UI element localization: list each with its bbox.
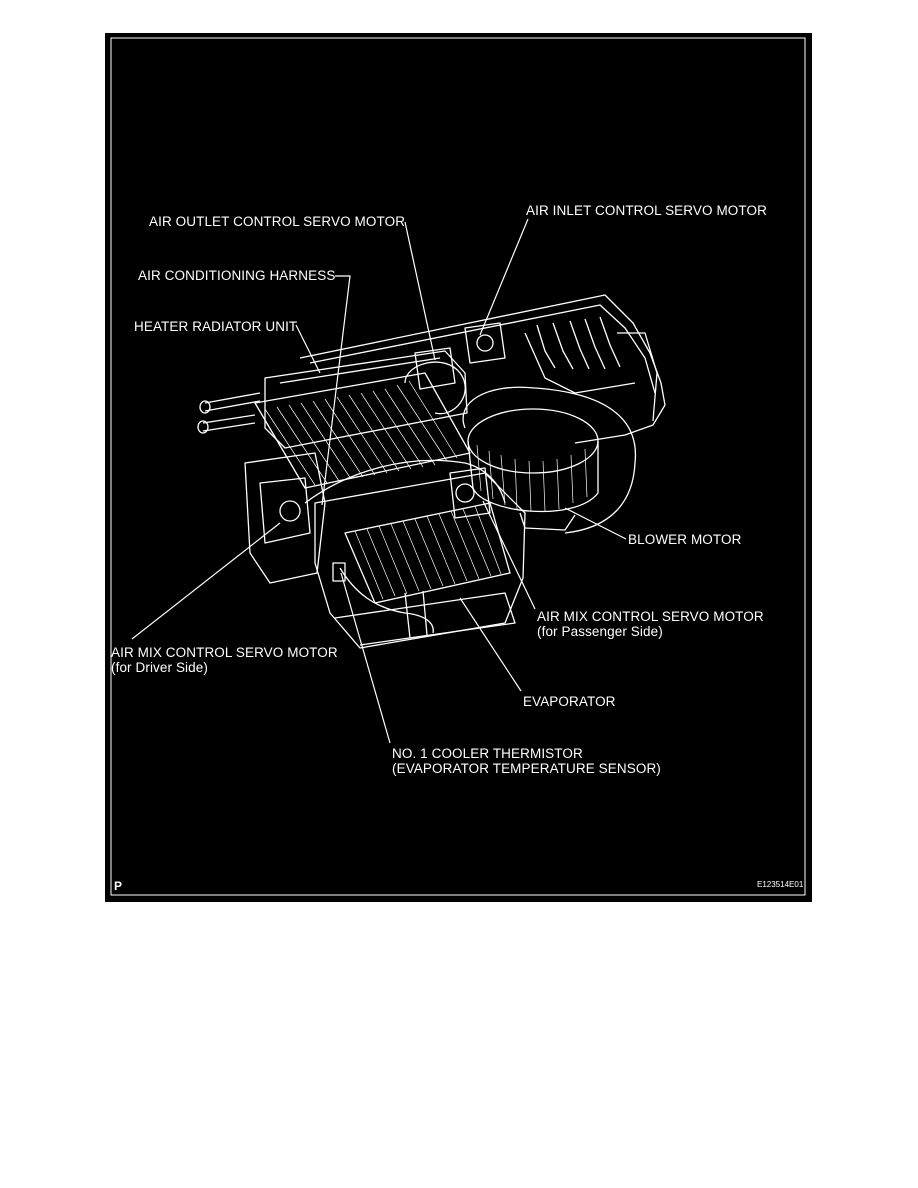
label-text: EVAPORATOR bbox=[523, 694, 616, 709]
inlet-duct-box bbox=[617, 332, 658, 422]
inlet-duct-slot-4 bbox=[584, 318, 606, 370]
label-note: (for Passenger Side) bbox=[537, 624, 663, 639]
outlet-servo-gear bbox=[404, 361, 466, 415]
leader-air-mix-passenger bbox=[482, 500, 536, 610]
inlet-duct-slot-2 bbox=[552, 322, 574, 370]
leader-air-outlet-servo bbox=[404, 221, 436, 361]
thermistor-sensor bbox=[332, 562, 346, 582]
driver-servo-gear bbox=[279, 500, 301, 522]
ac-harness-wire bbox=[304, 459, 506, 504]
label-text: HEATER RADIATOR UNIT bbox=[134, 319, 298, 334]
heater-core bbox=[254, 372, 471, 489]
label-air-inlet-servo-motor: AIR INLET CONTROL SERVO MOTOR bbox=[526, 203, 767, 218]
hvac-unit-drawing bbox=[197, 294, 666, 649]
inlet-servo-body bbox=[464, 322, 506, 364]
leader-thermistor bbox=[340, 572, 391, 744]
label-text: AIR INLET CONTROL SERVO MOTOR bbox=[526, 203, 767, 218]
label-air-mix-servo-passenger: AIR MIX CONTROL SERVO MOTOR (for Passeng… bbox=[537, 609, 764, 639]
diagram-figure: AIR OUTLET CONTROL SERVO MOTOR AIR INLET… bbox=[105, 33, 812, 902]
label-note: (for Driver Side) bbox=[111, 660, 208, 675]
left-side-case bbox=[244, 452, 326, 584]
blower-motor-base bbox=[519, 512, 576, 531]
thermistor-wire bbox=[339, 567, 434, 634]
leader-evaporator bbox=[459, 597, 522, 692]
left-side-detail bbox=[259, 477, 311, 544]
label-text: BLOWER MOTOR bbox=[628, 532, 742, 547]
leader-ac-harness bbox=[321, 275, 351, 506]
inlet-duct-outline bbox=[299, 294, 666, 444]
inlet-duct-slot-1 bbox=[536, 324, 556, 369]
blower-fan-top bbox=[467, 408, 599, 474]
label-evaporator: EVAPORATOR bbox=[523, 694, 616, 709]
evaporator-pipes bbox=[404, 590, 428, 639]
blower-fan-blades bbox=[476, 444, 588, 512]
label-text: AIR MIX CONTROL SERVO MOTOR bbox=[111, 645, 338, 660]
label-heater-radiator-unit: HEATER RADIATOR UNIT bbox=[134, 319, 297, 334]
leader-blower-motor bbox=[564, 507, 627, 540]
evaporator-core bbox=[344, 502, 511, 604]
leader-air-inlet-servo bbox=[479, 218, 529, 336]
inlet-duct-slot-5 bbox=[599, 316, 621, 368]
label-text: AIR OUTLET CONTROL SERVO MOTOR bbox=[149, 214, 406, 229]
label-note: (EVAPORATOR TEMPERATURE SENSOR) bbox=[392, 761, 661, 776]
evaporator-fins bbox=[354, 505, 502, 600]
corner-mark: P bbox=[114, 879, 123, 893]
inlet-duct-top-edge bbox=[309, 304, 656, 394]
heater-pipe-upper bbox=[204, 392, 261, 412]
leader-heater-radiator bbox=[295, 324, 321, 374]
heater-pipe-end-1 bbox=[199, 400, 211, 414]
center-servo-housing bbox=[449, 467, 491, 519]
inlet-duct-front bbox=[524, 332, 636, 394]
outlet-servo-body bbox=[414, 347, 456, 390]
evaporator-case bbox=[314, 472, 526, 649]
heater-pipe-lower bbox=[202, 414, 256, 432]
leader-lines bbox=[131, 218, 627, 744]
evaporator-bottom-tray bbox=[334, 592, 516, 646]
label-text: NO. 1 COOLER THERMISTOR bbox=[392, 746, 583, 761]
heater-radiator-box bbox=[264, 350, 468, 449]
label-blower-motor: BLOWER MOTOR bbox=[628, 532, 741, 547]
label-text: AIR CONDITIONING HARNESS bbox=[138, 268, 336, 283]
leader-air-mix-driver bbox=[131, 522, 281, 640]
heater-pipe-end-2 bbox=[197, 420, 209, 434]
label-ac-harness: AIR CONDITIONING HARNESS bbox=[138, 268, 335, 283]
label-cooler-thermistor: NO. 1 COOLER THERMISTOR (EVAPORATOR TEMP… bbox=[392, 746, 661, 776]
heater-radiator-top bbox=[279, 357, 441, 384]
passenger-servo-gear bbox=[455, 483, 475, 503]
figure-inner-border bbox=[110, 37, 806, 896]
label-air-mix-servo-driver: AIR MIX CONTROL SERVO MOTOR (for Driver … bbox=[111, 645, 338, 675]
inlet-duct-slot-3 bbox=[569, 320, 590, 370]
heater-core-fins bbox=[264, 380, 458, 486]
label-text: AIR MIX CONTROL SERVO MOTOR bbox=[537, 609, 764, 624]
blower-housing bbox=[462, 386, 637, 534]
inlet-servo-gear bbox=[476, 334, 494, 352]
figure-code: E123514E01 bbox=[757, 880, 804, 889]
hvac-unit-illustration bbox=[110, 37, 806, 896]
label-air-outlet-servo-motor: AIR OUTLET CONTROL SERVO MOTOR bbox=[149, 214, 405, 229]
